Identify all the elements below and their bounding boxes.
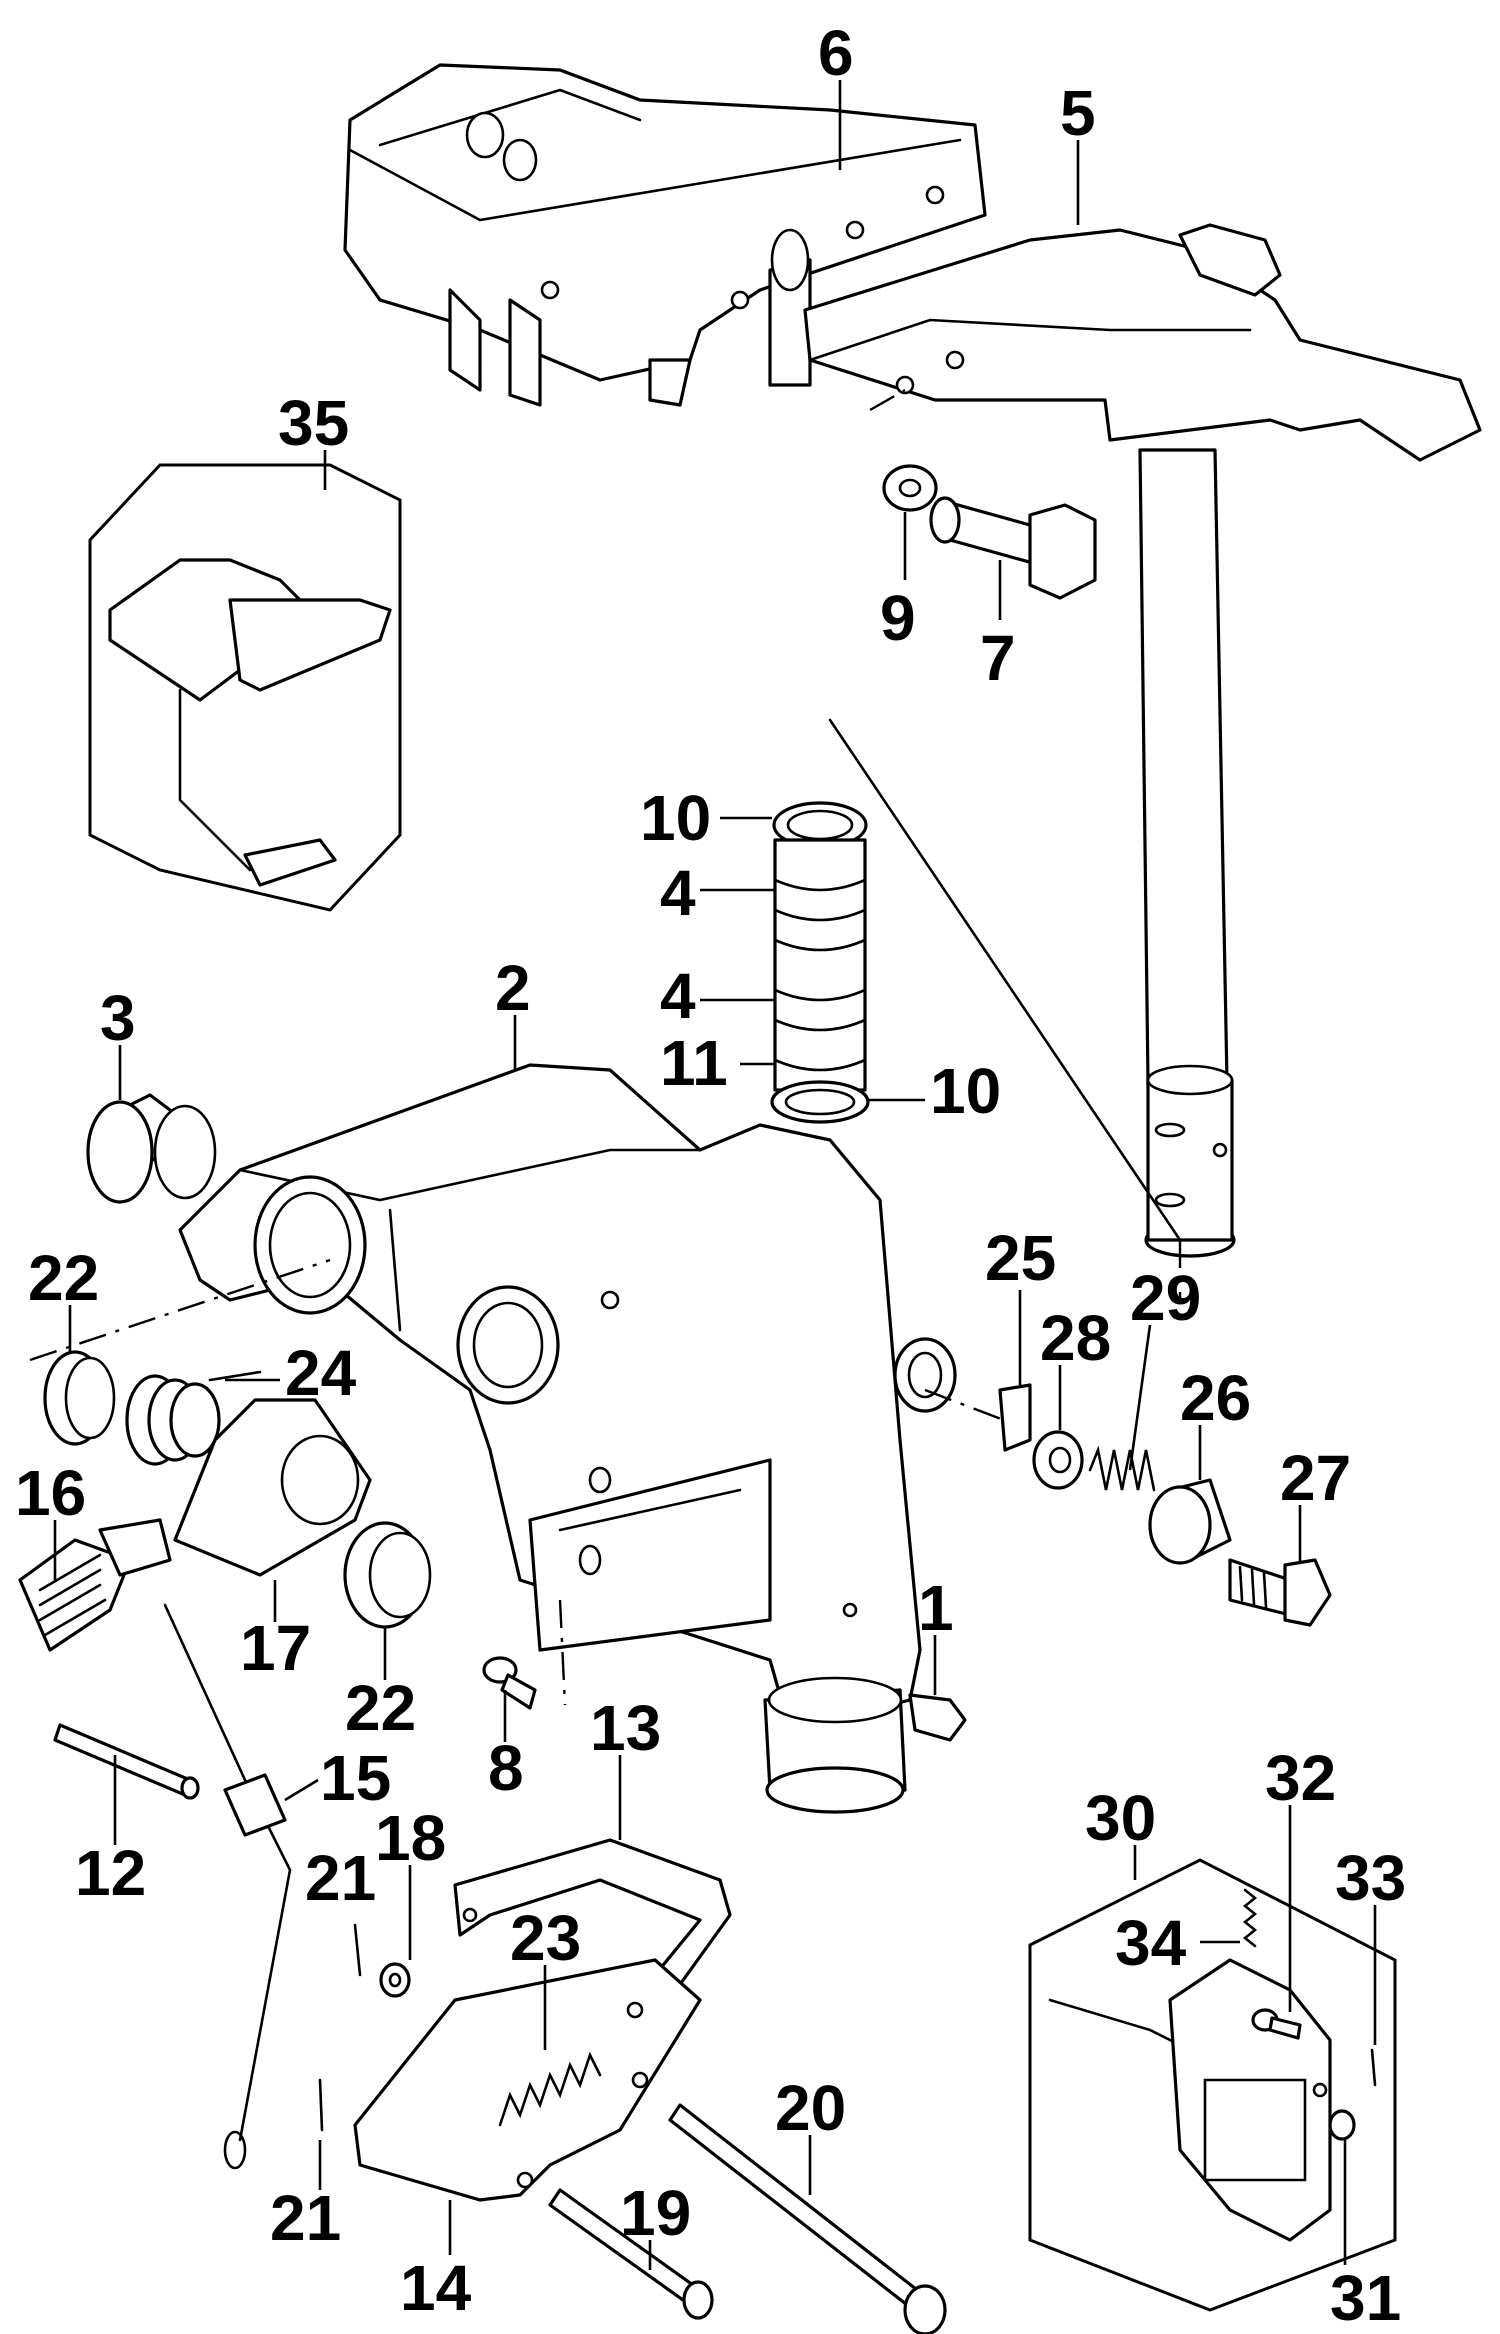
callout-14: 14 <box>400 2252 472 2324</box>
callout-23: 23 <box>510 1902 581 1974</box>
leader-15 <box>284 1778 319 1802</box>
callout-6: 6 <box>818 17 854 89</box>
part-10-lower-bushing <box>770 1080 870 1124</box>
part-24-spring <box>125 1370 262 1466</box>
centerline-left <box>29 1258 331 1362</box>
callout-30: 30 <box>1085 1782 1156 1854</box>
callout-17: 17 <box>240 1612 311 1684</box>
callout-24: 24 <box>285 1337 357 1409</box>
part-23-spring <box>498 2051 602 2127</box>
callout-3: 3 <box>100 982 136 1054</box>
callout-20: 20 <box>775 2072 846 2144</box>
leader-29 <box>1128 1324 1152 1471</box>
part-21-cotter-lower <box>318 2078 324 2132</box>
callout-35: 35 <box>278 387 349 459</box>
callout-31: 31 <box>1330 2262 1401 2334</box>
part-15-clip-rod <box>163 1603 292 2170</box>
callout-19: 19 <box>620 2177 691 2249</box>
part-34-spring <box>1242 1888 1258 1948</box>
callout-1: 1 <box>918 1572 954 1644</box>
callout-27: 27 <box>1280 1442 1351 1514</box>
part-5-steering-shaft <box>803 223 1482 1258</box>
callout-12: 12 <box>75 1837 146 1909</box>
callout-4-upper: 4 <box>660 857 696 929</box>
part-21-cotter-upper <box>353 1923 362 1977</box>
part-7-bolt <box>929 496 1097 600</box>
callout-26: 26 <box>1180 1362 1251 1434</box>
part-31-washer <box>1328 2109 1356 2141</box>
callout-15: 15 <box>320 1742 391 1814</box>
callout-22-upper: 22 <box>28 1242 99 1314</box>
callout-32: 32 <box>1265 1742 1336 1814</box>
callout-13: 13 <box>590 1692 661 1764</box>
centerline-8 <box>558 1599 567 1706</box>
callout-22-lower: 22 <box>345 1672 416 1744</box>
part-28-washer <box>1032 1430 1084 1490</box>
callout-29: 29 <box>1130 1262 1201 1334</box>
callout-11: 11 <box>660 1027 728 1099</box>
part-3-bushing <box>86 1093 217 1204</box>
part-8-bolt <box>482 1656 537 1710</box>
part-6-steering-bracket <box>343 63 987 407</box>
part-29-spring <box>1088 1445 1156 1492</box>
callout-21-upper: 21 <box>305 1842 376 1914</box>
callout-21-lower: 21 <box>270 2182 341 2254</box>
callout-4-lower: 4 <box>660 960 696 1032</box>
part-20-shaft <box>668 2103 947 2334</box>
part-17-bracket <box>173 1398 372 1577</box>
part-22-bushing-lower <box>343 1521 432 1629</box>
part-22-bushing-upper <box>43 1350 116 1446</box>
callout-28: 28 <box>1040 1302 1111 1374</box>
part-4-11-bushing-stack <box>773 838 867 1092</box>
callout-5: 5 <box>1060 77 1096 149</box>
callout-2: 2 <box>495 952 531 1024</box>
part-16-pad <box>18 1518 172 1652</box>
part-10-upper-bushing <box>772 801 868 849</box>
part-26-sleeve <box>1148 1478 1232 1565</box>
callout-34: 34 <box>1115 1907 1187 1979</box>
part-19-pin <box>548 2188 714 2320</box>
part-32-bolt <box>1251 2008 1302 2040</box>
part-9-washer <box>882 464 938 512</box>
part-33-cotter <box>1370 2048 1377 2087</box>
part-18-washer <box>379 1962 411 1998</box>
callout-10-lower: 10 <box>930 1055 1001 1127</box>
centerline-bolt-7 <box>869 388 906 412</box>
part-12-pin <box>53 1723 200 1800</box>
part-35-kit-box <box>88 463 402 912</box>
callout-8: 8 <box>488 1732 524 1804</box>
part-27-bolt <box>1228 1558 1332 1627</box>
callout-25: 25 <box>985 1222 1056 1294</box>
callout-16: 16 <box>15 1457 86 1529</box>
callout-9: 9 <box>880 582 916 654</box>
shaft-assembly-line <box>828 718 1182 1242</box>
part-14-lever <box>353 1958 702 2202</box>
callout-10-upper: 10 <box>640 782 711 854</box>
callout-7: 7 <box>980 622 1016 694</box>
callout-33: 33 <box>1335 1842 1406 1914</box>
part-2-swivel-bracket <box>178 1063 957 1814</box>
part-30-kit-box <box>1028 1858 1397 2312</box>
callout-18: 18 <box>375 1802 446 1874</box>
part-25-key <box>998 1383 1032 1452</box>
part-1-grease-nipple <box>908 1693 967 1742</box>
